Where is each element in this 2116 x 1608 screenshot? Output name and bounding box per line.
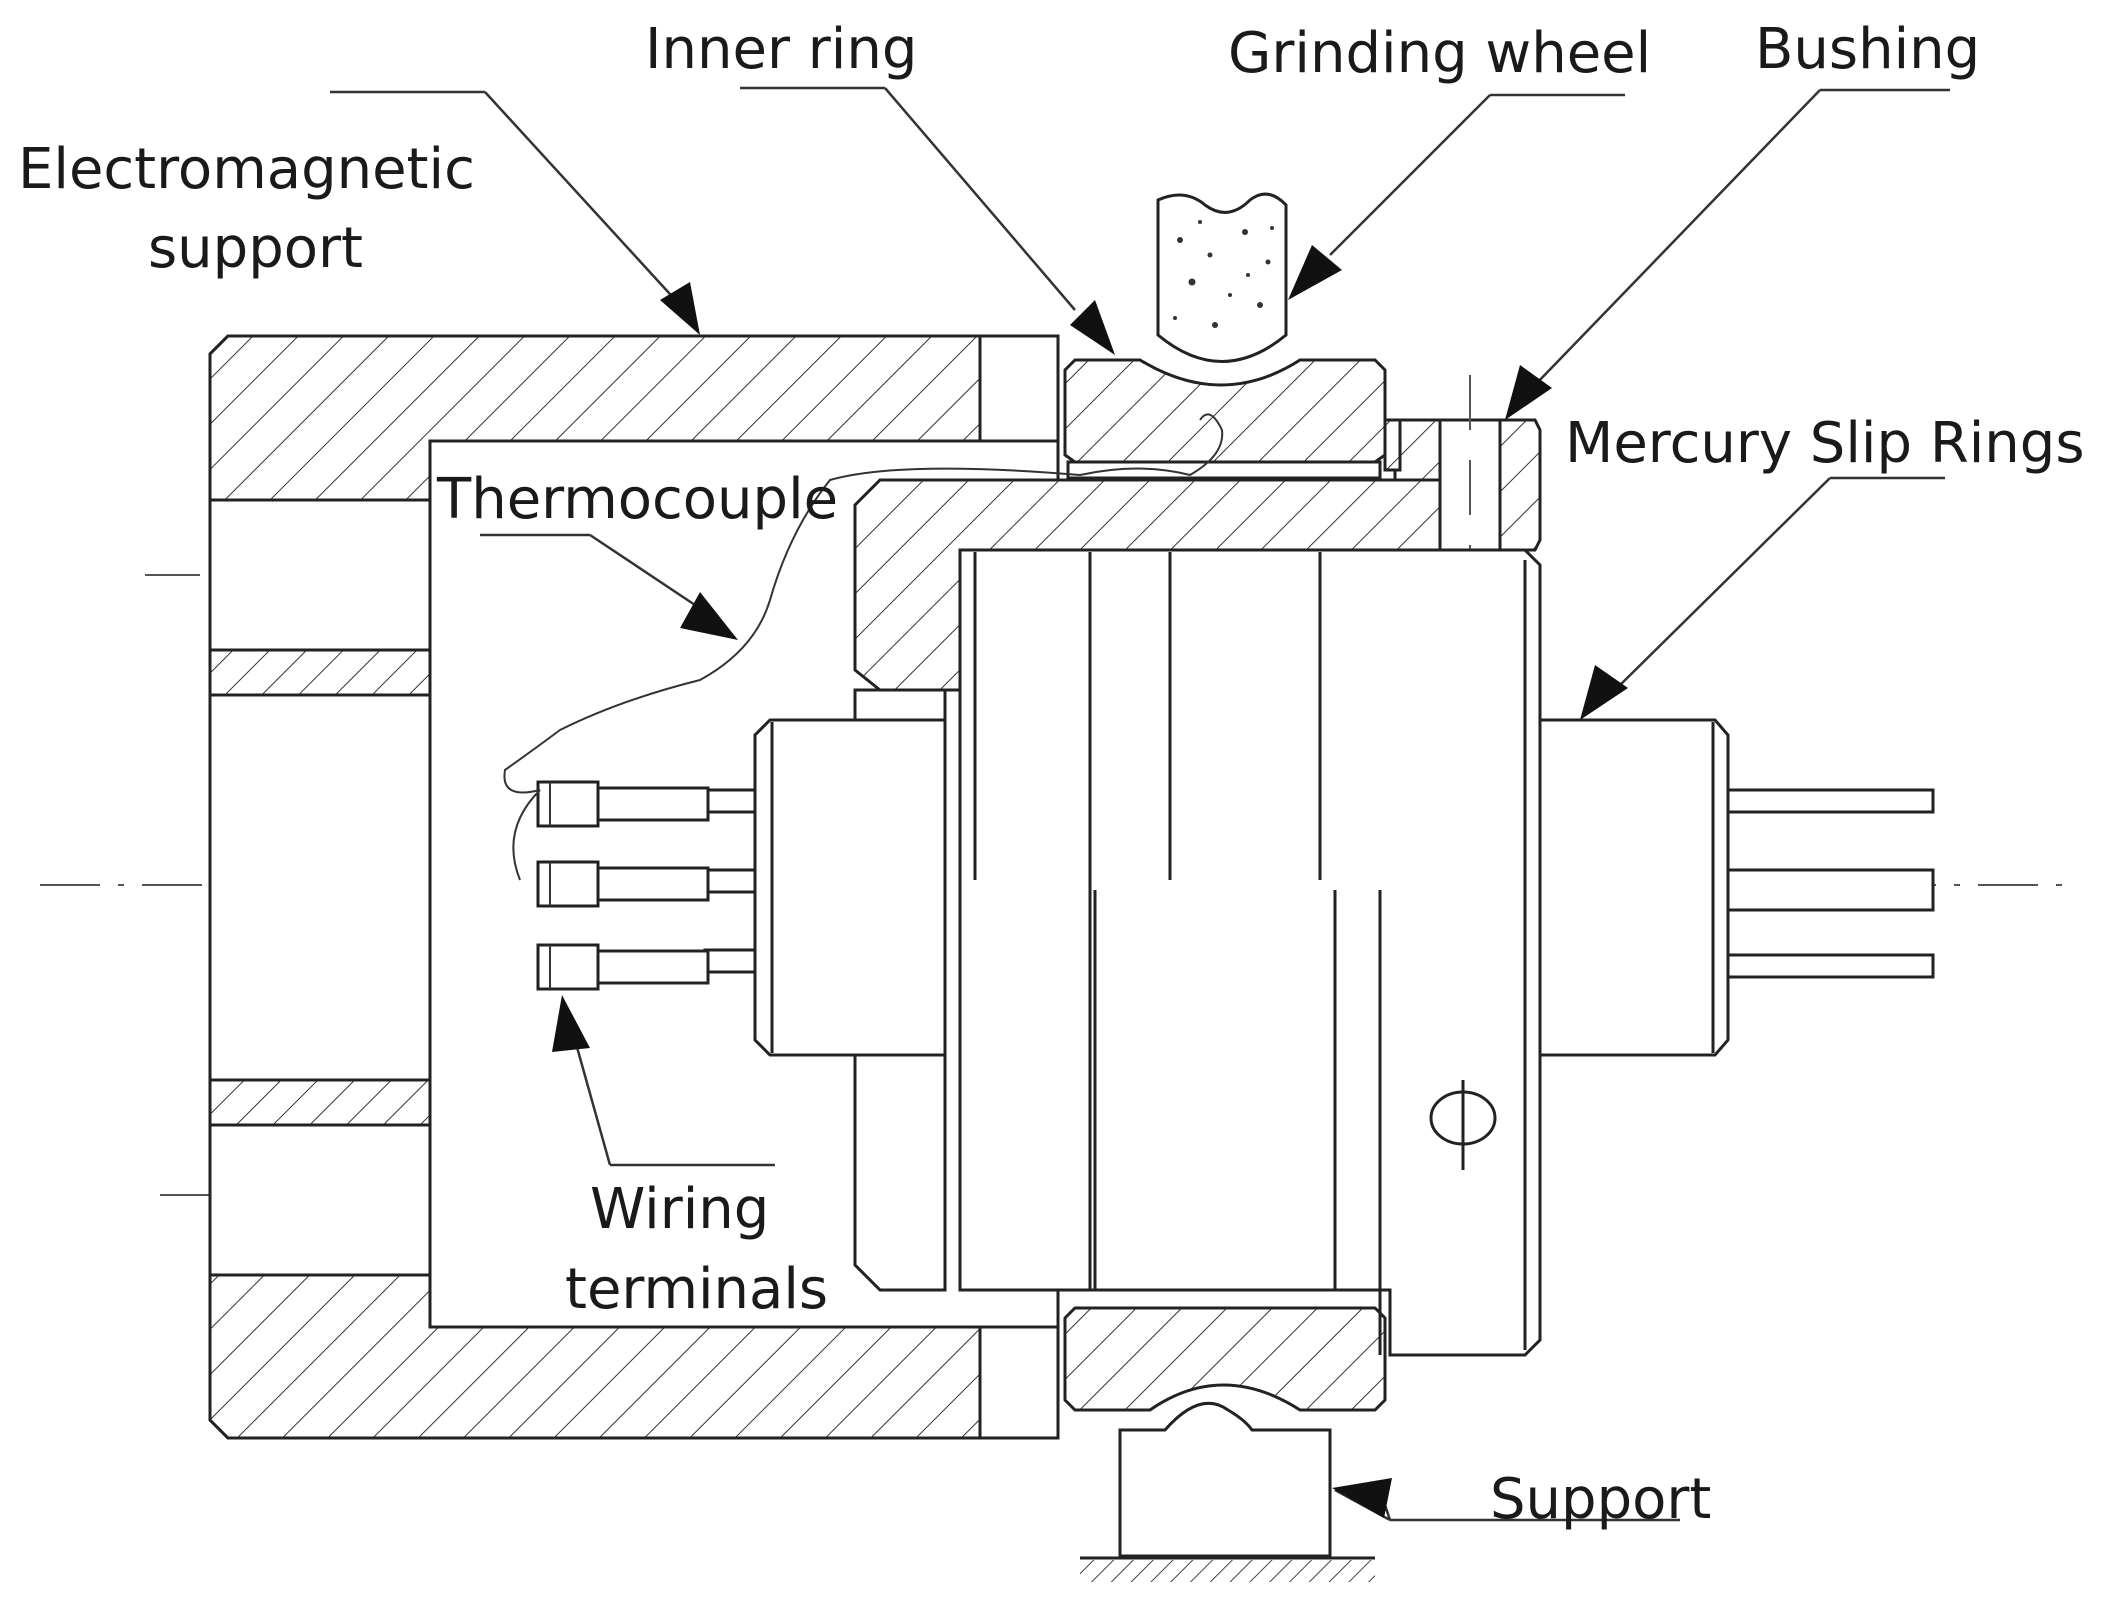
inner-ring <box>1063 358 1387 1412</box>
leader-electromagnetic-support <box>330 90 700 335</box>
label-support: Support <box>1490 1467 1711 1532</box>
leader-wiring-terminals <box>552 995 775 1167</box>
leader-inner-ring <box>740 86 1115 355</box>
label-electromagnetic-support-2: support <box>148 216 363 281</box>
label-thermocouple: Thermocouple <box>436 467 838 532</box>
label-grinding-wheel: Grinding wheel <box>1228 21 1651 86</box>
label-electromagnetic-support-1: Electromagnetic <box>18 137 475 202</box>
label-inner-ring: Inner ring <box>645 17 917 82</box>
bottom-support <box>1080 1401 1375 1582</box>
label-wiring-terminals-2: terminals <box>565 1257 828 1322</box>
leader-grinding-wheel <box>1288 93 1625 300</box>
leader-thermocouple <box>480 533 738 640</box>
mercury-slip-ring-right <box>1538 718 1935 1057</box>
leader-bushing <box>1505 88 1950 420</box>
label-wiring-terminals-1: Wiring <box>590 1177 769 1242</box>
thermocouple-wire-lead <box>512 789 541 881</box>
label-mercury-slip-rings: Mercury Slip Rings <box>1565 411 2085 476</box>
label-bushing: Bushing <box>1755 17 1980 82</box>
wiring-terminals <box>536 780 710 991</box>
leader-support <box>1332 1478 1680 1522</box>
thermocouple-wire <box>503 413 1224 794</box>
leader-mercury-slip-rings <box>1580 476 1945 720</box>
grinding-wheel <box>1156 192 1288 363</box>
